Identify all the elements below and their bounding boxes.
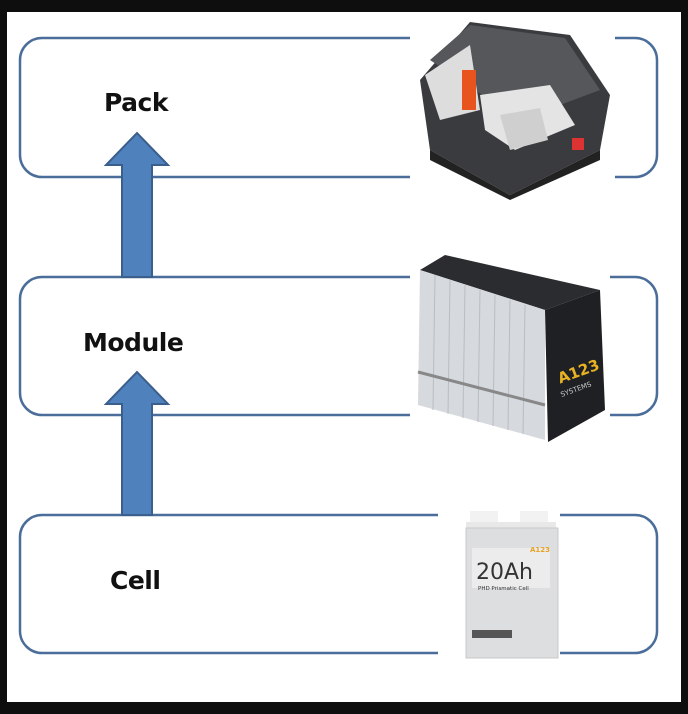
cell-capacity: 20Ah: [476, 560, 533, 585]
module-label: Module: [83, 328, 184, 357]
arrow-module-to-pack: [103, 131, 171, 278]
pack-box: [18, 36, 659, 179]
cell-logo: A123: [530, 546, 550, 554]
diagram-canvas: A123 SYSTEMS 20Ah PHD Prismatic Cell A12…: [7, 12, 681, 702]
pack-image: [410, 20, 615, 200]
diagram-svg: A123 SYSTEMS 20Ah PHD Prismatic Cell A12…: [18, 20, 659, 663]
module-image: A123 SYSTEMS: [410, 250, 610, 442]
arrow-cell-to-module: [103, 370, 171, 516]
cell-image: 20Ah PHD Prismatic Cell A123: [438, 508, 560, 663]
cell-label: Cell: [110, 566, 161, 595]
cell-box: [18, 513, 659, 655]
cell-subtitle: PHD Prismatic Cell: [478, 586, 529, 592]
pack-label: Pack: [104, 88, 168, 117]
module-box: [18, 275, 659, 417]
